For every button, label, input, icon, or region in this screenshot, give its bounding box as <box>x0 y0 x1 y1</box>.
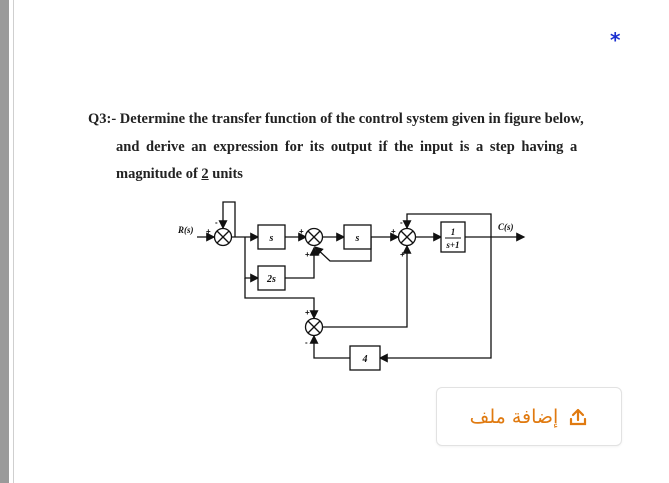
sign-minus-sum1-top: - <box>215 218 218 227</box>
block-3-denominator: s+1 <box>445 240 459 250</box>
question-line-3-units: units <box>208 166 243 182</box>
block-3-numerator: 1 <box>451 227 456 237</box>
sign-minus-sum2-loop: - <box>317 250 320 259</box>
block-1-over-s-plus-1 <box>440 221 466 253</box>
left-border-line <box>13 0 14 483</box>
input-label: R(s) <box>177 225 194 235</box>
sign-minus-sum4-bottom: - <box>305 338 308 347</box>
sign-plus-sum3-bottom: + <box>400 250 405 259</box>
add-file-button[interactable]: إضافة ملف <box>436 387 622 446</box>
sign-plus-sum2-left: + <box>299 227 304 236</box>
add-file-label: إضافة ملف <box>469 405 559 428</box>
block-s-2 <box>343 224 372 250</box>
sign-plus-sum2-bottom: + <box>305 250 310 259</box>
upload-icon <box>570 408 587 425</box>
step-magnitude-value: 2 <box>201 166 209 182</box>
question-line-3: magnitude of 2 units <box>116 166 243 183</box>
block-4 <box>349 345 381 371</box>
question-line-1: Q3:- Determine the transfer function of … <box>88 111 584 127</box>
block-4-label: 4 <box>362 354 368 365</box>
sign-plus-sum4-top: + <box>305 308 310 317</box>
star-marker: * <box>610 28 621 52</box>
sign-plus-sum3-left: + <box>391 227 396 236</box>
block-s-1-label: s <box>269 233 274 244</box>
sign-minus-sum3-top: - <box>400 218 403 227</box>
question-line-2: and derive an expression for its output … <box>116 139 578 155</box>
block-s-1 <box>257 224 286 250</box>
sign-plus-sum1-input: + <box>206 227 211 236</box>
block-s-2-label: s <box>355 233 360 244</box>
block-2s <box>257 265 286 291</box>
block-diagram: R(s) C(s) s s 1 s+1 2s 4 + - + + - + - +… <box>177 201 526 371</box>
output-label: C(s) <box>498 222 514 232</box>
left-border-bar <box>0 0 9 483</box>
block-2s-label: 2s <box>266 274 276 285</box>
question-line-3-text: magnitude of <box>116 166 202 182</box>
